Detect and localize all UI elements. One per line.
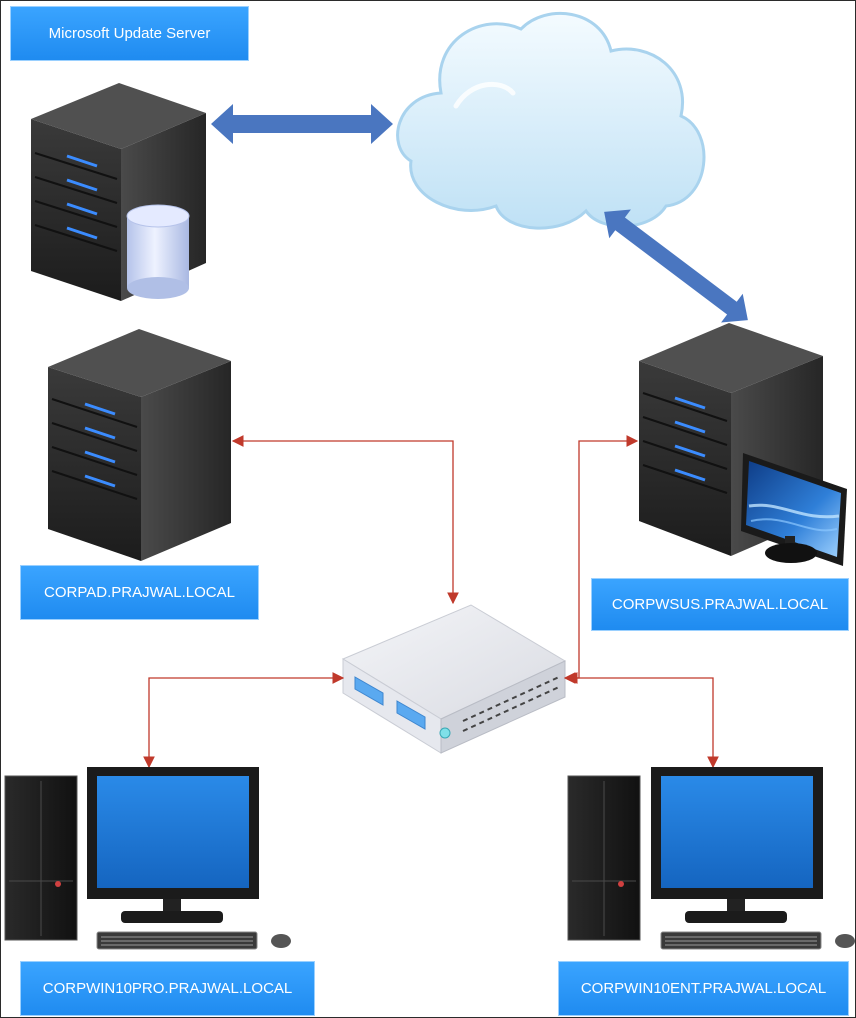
lan-link-win10ent-switch — [565, 672, 719, 769]
wsus-server-label: CORPWSUS.PRAJWAL.LOCAL — [591, 578, 849, 631]
cloud-link-wsus — [604, 209, 748, 323]
win10pro-label: CORPWIN10PRO.PRAJWAL.LOCAL — [20, 961, 315, 1016]
lan-link-win10pro-switch — [143, 672, 345, 769]
win10ent-label: CORPWIN10ENT.PRAJWAL.LOCAL — [558, 961, 849, 1016]
wsus-monitor-icon — [741, 453, 847, 566]
win10ent-desktop-pc-icon — [567, 767, 855, 950]
cloud-icon — [396, 11, 706, 230]
ad-server-label: CORPAD.PRAJWAL.LOCAL — [20, 565, 259, 620]
ad-server-tower-icon — [48, 329, 231, 561]
lan-link-wsus-switch — [563, 435, 639, 684]
lan-link-ad-switch — [231, 435, 459, 605]
database-cylinder-icon — [126, 204, 190, 299]
win10pro-desktop-pc-icon — [4, 767, 291, 950]
network-switch-icon — [341, 604, 567, 754]
update-server-label: Microsoft Update Server — [10, 6, 249, 61]
cloud-link-update-server — [211, 104, 393, 144]
